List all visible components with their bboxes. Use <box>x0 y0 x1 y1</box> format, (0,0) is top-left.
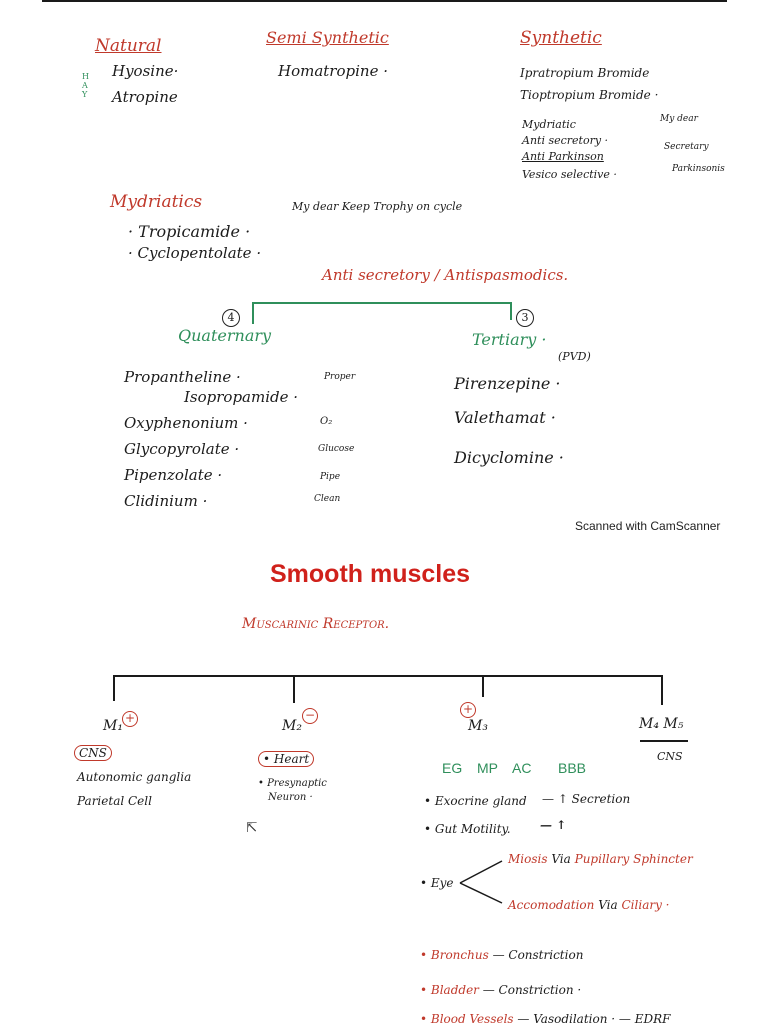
mnemonic-o2: O₂ <box>320 416 333 427</box>
top-border <box>42 0 727 2</box>
effect-gut: • Gut Motility. <box>424 822 511 836</box>
receptor-m2-item-presynaptic: • Presynaptic <box>258 778 327 789</box>
effect-miosis: Miosis Via Pupillary Sphincter <box>508 852 693 866</box>
tertiary-item-dicyclomine: Dicyclomine · <box>454 448 564 467</box>
tertiary-item-pirenzepine: Pirenzepine · <box>454 374 561 393</box>
effect-accomodation: Accomodation Via Ciliary · <box>508 898 670 912</box>
receptor-m3-abbrev-ac: AC <box>512 760 532 776</box>
quaternary-item-oxyphenonium: Oxyphenonium · <box>124 414 248 432</box>
receptor-m2-label: M₂ <box>282 718 302 734</box>
receptor-m1-item-ganglia: Autonomic ganglia <box>77 770 192 784</box>
mydriatics-mnemonic: My dear Keep Trophy on cycle <box>292 200 463 213</box>
antisecretory-heading: Anti secretory / Antispasmodics. <box>322 266 569 284</box>
semi-item-homatropine: Homatropine · <box>278 62 388 80</box>
receptor-m1-box: CNS <box>74 745 112 761</box>
synthetic-mnemonic-mydear: My dear <box>660 114 698 124</box>
synthetic-heading: Synthetic <box>520 28 602 48</box>
effect-gut-result: — ↑ <box>540 818 567 832</box>
receptor-branch-m45 <box>661 675 663 705</box>
receptor-m1-sign: + <box>122 707 138 727</box>
synthetic-item-ipratropium: Ipratropium Bromide <box>520 66 650 80</box>
quaternary-item-glycopyrolate: Glycopyrolate · <box>124 440 240 458</box>
effect-eye: • Eye <box>420 876 454 890</box>
eye-branch-lines <box>459 860 503 904</box>
effect-blood-vessels: • Blood Vessels — Vasodilation · — EDRF <box>420 1012 671 1026</box>
muscarinic-receptor-heading: Muscarinic Receptor. <box>242 616 390 632</box>
tertiary-note: (PVD) <box>558 350 591 363</box>
receptor-m45-label: M₄ M₅ <box>639 716 684 732</box>
synthetic-item-tiotropium: Tioptropium Bromide · <box>520 88 659 102</box>
receptor-m45-brace <box>640 740 688 742</box>
quaternary-item-pipenzolate: Pipenzolate · <box>124 466 223 484</box>
synthetic-mnemonic-parkinsonis: Parkinsonis <box>672 164 725 174</box>
mnemonic-glucose: Glucose <box>318 444 355 454</box>
antisecretory-branch-line <box>252 302 512 304</box>
receptor-m3-abbrev-mp: MP <box>477 760 498 776</box>
receptor-m2-sign: − <box>302 704 318 724</box>
mydriatics-item-cyclopentolate: · Cyclopentolate · <box>128 244 262 262</box>
effect-bladder: • Bladder — Constriction · <box>420 983 582 997</box>
natural-heading: Natural <box>95 36 162 56</box>
quaternary-item-propantheline: Propantheline · <box>124 368 241 386</box>
receptor-m45-note: CNS <box>657 750 683 763</box>
receptor-branch-m3 <box>482 675 484 697</box>
receptor-m1-label: M₁ <box>103 718 123 734</box>
effect-exocrine-result: — ↑ Secretion <box>542 792 631 806</box>
antisecretory-branch-left <box>252 302 254 324</box>
effect-bronchus: • Bronchus — Constriction <box>420 948 584 962</box>
effect-exocrine: • Exocrine gland <box>424 794 527 808</box>
quaternary-label: Quaternary <box>178 326 272 345</box>
quaternary-item-clidinium: Clidinium · <box>124 492 208 510</box>
receptor-m3-abbrev-eg: EG <box>442 760 463 776</box>
receptor-tree-line <box>113 675 663 677</box>
semi-synthetic-heading: Semi Synthetic <box>266 28 389 47</box>
antisecretory-branch-right <box>510 302 512 320</box>
synthetic-mnemonic-secretary: Secretary <box>664 142 709 152</box>
synthetic-use-vesico: Vesico selective · <box>522 168 617 181</box>
mnemonic-clean: Clean <box>314 494 341 504</box>
synthetic-use-mydriatic: Mydriatic <box>522 118 576 131</box>
receptor-m1-item-parietal: Parietal Cell <box>77 794 152 808</box>
mydriatics-item-tropicamide: · Tropicamide · <box>128 222 251 241</box>
receptor-branch-m1 <box>113 675 115 701</box>
smooth-muscles-title: Smooth muscles <box>270 560 471 588</box>
natural-item-atropine: Atropine <box>112 88 178 106</box>
quaternary-item-isopropamide: Isopropamide · <box>184 388 299 406</box>
receptor-m2-item-neuron: Neuron · <box>268 792 313 803</box>
tertiary-item-valethamat: Valethamat · <box>454 408 556 427</box>
receptor-m3-abbrev-bbb: BBB <box>558 760 587 776</box>
quaternary-number: 4 <box>222 306 240 327</box>
cursor-arrow-icon: ⇱ <box>246 820 258 836</box>
synthetic-use-antiparkinson: Anti Parkinson <box>522 150 604 163</box>
receptor-m2-box: • Heart <box>258 751 315 767</box>
natural-item-hyosine: Hyosine· <box>112 62 179 80</box>
receptor-m3-sign: + <box>460 698 476 718</box>
mnemonic-pipe: Pipe <box>320 472 341 482</box>
synthetic-use-antisecretory: Anti secretory · <box>522 134 609 147</box>
mydriatics-heading: Mydriatics <box>110 192 203 212</box>
tertiary-number: 3 <box>516 306 534 327</box>
camscanner-watermark: Scanned with CamScanner <box>575 519 721 533</box>
tertiary-label: Tertiary · <box>472 330 547 349</box>
mnemonic-proper: Proper <box>324 372 356 382</box>
receptor-m3-label: M₃ <box>468 718 488 734</box>
receptor-branch-m2 <box>293 675 295 703</box>
natural-side-letters: H A Y <box>82 72 89 99</box>
